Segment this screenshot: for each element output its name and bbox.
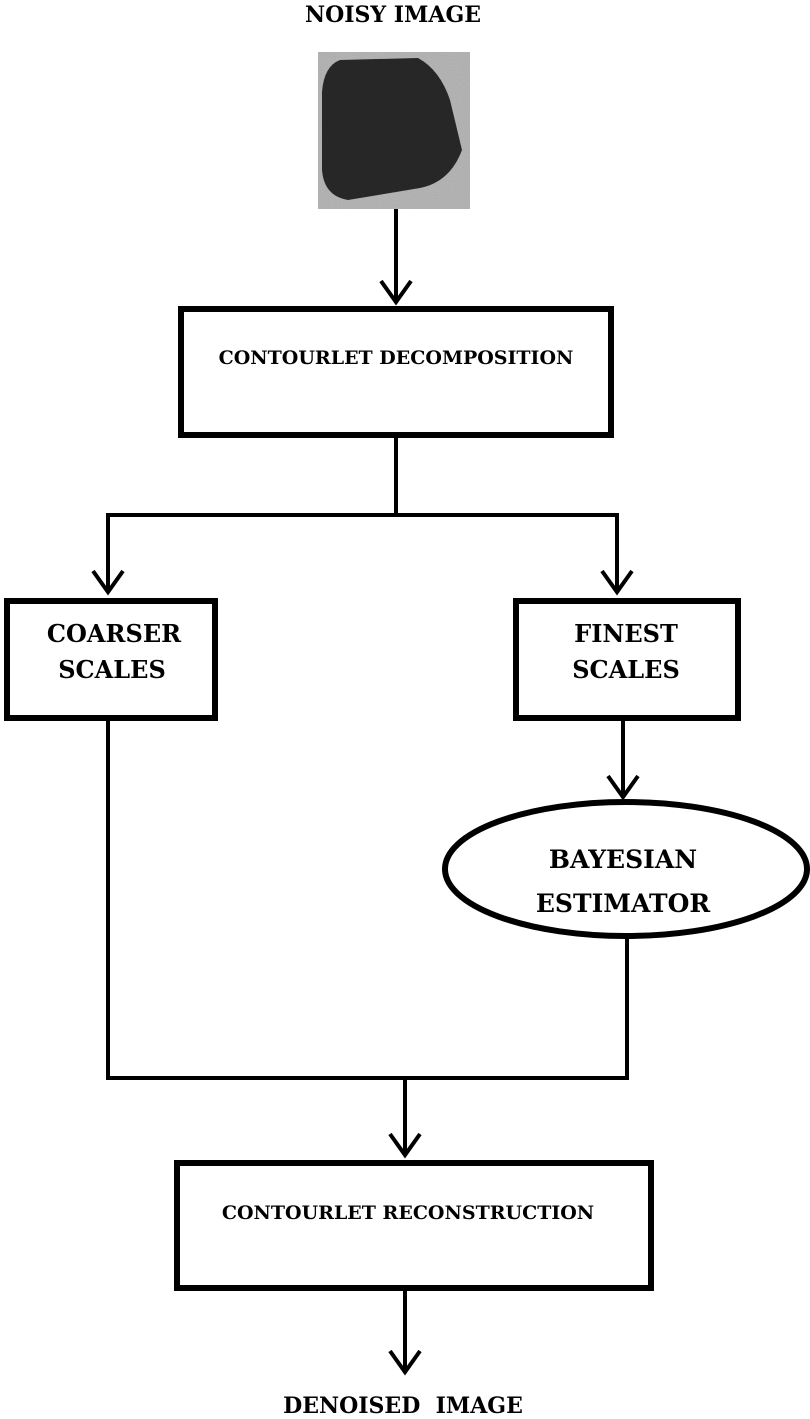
arrow-output-head [388, 1349, 422, 1376]
decomposition-box [178, 306, 614, 438]
output-title: DENOISED IMAGE [283, 1393, 523, 1419]
arrow-reconstruction-head [388, 1132, 422, 1159]
decomposition-label: CONTOURLET DECOMPOSITION [219, 347, 574, 369]
arrow-input-head [379, 279, 413, 306]
arrow-estimator-head [606, 774, 640, 801]
arrow-finest-head [600, 569, 634, 596]
finest-box [513, 598, 741, 721]
reconstruction-box [174, 1160, 654, 1291]
coarser-label-line1: COARSER [47, 619, 182, 648]
reconstruction-label: CONTOURLET RECONSTRUCTION [222, 1202, 594, 1224]
estimator-label-line2: ESTIMATOR [536, 889, 710, 918]
finest-label-line1: FINEST [574, 619, 678, 648]
estimator-label-line1: BAYESIAN [549, 845, 697, 874]
noisy-photo-icon [318, 52, 470, 209]
coarser-box [4, 598, 218, 721]
coarser-label-line2: SCALES [58, 655, 166, 684]
thumbnail-dark-object [322, 58, 462, 200]
arrow-coarser-head [91, 569, 125, 596]
finest-label-line2: SCALES [572, 655, 680, 684]
input-title: NOISY IMAGE [305, 2, 481, 28]
